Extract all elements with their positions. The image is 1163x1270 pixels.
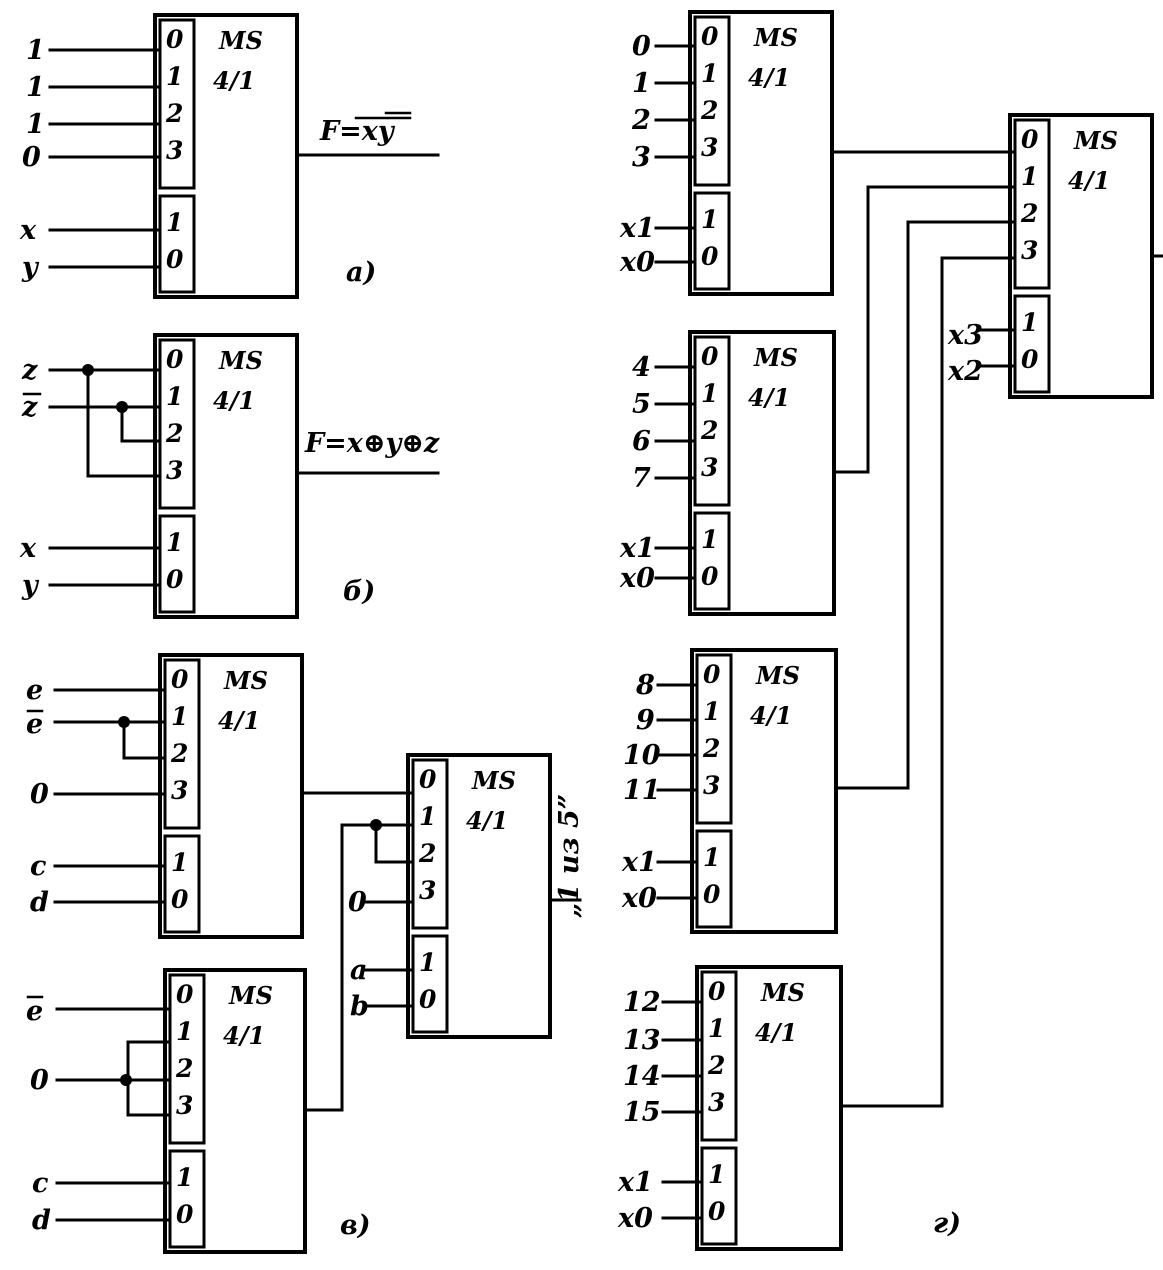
block-title: MS <box>755 661 800 690</box>
mux-block-top: MS 4/1 <box>158 653 304 939</box>
mux2-input-3: 11 <box>623 775 661 806</box>
mux-block-2: MS 4/1 <box>690 648 838 934</box>
block-title: MS <box>753 23 798 52</box>
block-subtitle: 4/1 <box>750 701 792 730</box>
input-3: 0 <box>22 142 41 173</box>
bottom-input-0: e <box>26 996 43 1027</box>
block-subtitle: 4/1 <box>1068 166 1110 195</box>
mux0-input-3: 3 <box>632 142 651 173</box>
mux1-select-1: x1 <box>619 533 655 564</box>
mux3-input-1: 13 <box>623 1025 661 1056</box>
mux-block-final: MS 4/1 <box>1008 113 1154 399</box>
mux2-select-0: x0 <box>621 883 657 914</box>
final-select-0: x2 <box>947 356 983 387</box>
mux0-select-1: x1 <box>619 213 655 244</box>
block-subtitle: 4/1 <box>748 63 790 92</box>
mux1-input-3: 7 <box>632 463 651 494</box>
mux1-input-0: 4 <box>632 352 651 383</box>
block-subtitle: 4/1 <box>466 806 508 835</box>
mux0-input-0: 0 <box>632 31 651 62</box>
panel-b: MS 4/1 z z x y F=x⊕y⊕z б) <box>19 333 440 619</box>
mux0-input-2: 2 <box>631 105 651 136</box>
block-title: MS <box>218 26 263 55</box>
mux2-input-1: 9 <box>636 705 655 736</box>
panel-v: MS 4/1 MS 4/1 MS 4/1 e e 0 c d <box>26 653 585 1254</box>
bottom-select-0: d <box>32 1205 51 1236</box>
input-z-inverted: z <box>21 392 38 423</box>
caption: в) <box>340 1210 371 1241</box>
block-title: MS <box>471 766 516 795</box>
panel-a: MS 4/1 1 1 1 0 x y F=xy а) <box>19 13 440 299</box>
block-title: MS <box>223 666 268 695</box>
block-subtitle: 4/1 <box>213 66 255 95</box>
top-input-3: 0 <box>30 779 49 810</box>
block-title: MS <box>760 978 805 1007</box>
bottom-input-const: 0 <box>30 1065 49 1096</box>
mux3-input-0: 12 <box>623 987 661 1018</box>
mux-block-3: MS 4/1 <box>695 965 843 1251</box>
caption: а) <box>346 257 376 288</box>
mux-block-final: MS 4/1 <box>406 753 552 1039</box>
block-subtitle: 4/1 <box>213 386 255 415</box>
mux3-input-3: 15 <box>623 1097 661 1128</box>
mux2-input-0: 8 <box>635 670 655 701</box>
mux2-select-1: x1 <box>621 847 657 878</box>
select-1: x <box>19 215 37 246</box>
input-z: z <box>21 355 38 386</box>
block-subtitle: 4/1 <box>223 1021 265 1050</box>
mux3-select-0: x0 <box>617 1203 653 1234</box>
output-label: „1 из 5” <box>554 794 585 918</box>
block-title: MS <box>753 343 798 372</box>
block-subtitle: 4/1 <box>755 1018 797 1047</box>
block-subtitle: 4/1 <box>218 706 260 735</box>
input-0: 1 <box>26 35 45 66</box>
mux0-input-1: 1 <box>632 68 651 99</box>
panel-g: MS 4/1 MS 4/1 MS 4/1 MS 4/1 <box>617 10 1163 1251</box>
final-select-1: x3 <box>947 320 983 351</box>
bottom-select-1: c <box>32 1168 48 1199</box>
mux-block-bottom: MS 4/1 <box>163 968 307 1254</box>
mux-block-1: MS 4/1 <box>688 330 836 616</box>
select-1: x <box>19 533 37 564</box>
final-input-3: 0 <box>348 887 367 918</box>
mux3-input-2: 14 <box>623 1061 661 1092</box>
caption: г) <box>933 1208 961 1239</box>
mux-block: MS 4/1 <box>153 333 299 619</box>
mux3-select-1: x1 <box>617 1167 653 1198</box>
input-1: 1 <box>26 72 45 103</box>
block-title: MS <box>1073 126 1118 155</box>
mux-block-0: MS 4/1 <box>688 10 834 296</box>
mux-block: MS 4/1 <box>153 13 299 299</box>
block-title: MS <box>218 346 263 375</box>
mux1-select-0: x0 <box>619 563 655 594</box>
top-select-1: c <box>30 851 46 882</box>
select-0: y <box>21 570 40 601</box>
top-input-0: e <box>26 675 43 706</box>
top-select-0: d <box>30 887 49 918</box>
final-select-1: a <box>350 955 368 986</box>
output-function: F=x⊕y⊕z <box>304 428 440 459</box>
top-input-1: e <box>26 709 43 740</box>
mux0-select-0: x0 <box>619 247 655 278</box>
mux2-input-2: 10 <box>623 740 661 771</box>
select-0: y <box>21 252 40 283</box>
block-title: MS <box>228 981 273 1010</box>
final-select-0: b <box>350 991 369 1022</box>
mux1-input-1: 5 <box>632 389 651 420</box>
block-subtitle: 4/1 <box>748 383 790 412</box>
output-function: F=xy <box>319 116 396 147</box>
mux1-input-2: 6 <box>632 426 651 457</box>
input-2: 1 <box>26 109 45 140</box>
caption: б) <box>343 576 375 607</box>
